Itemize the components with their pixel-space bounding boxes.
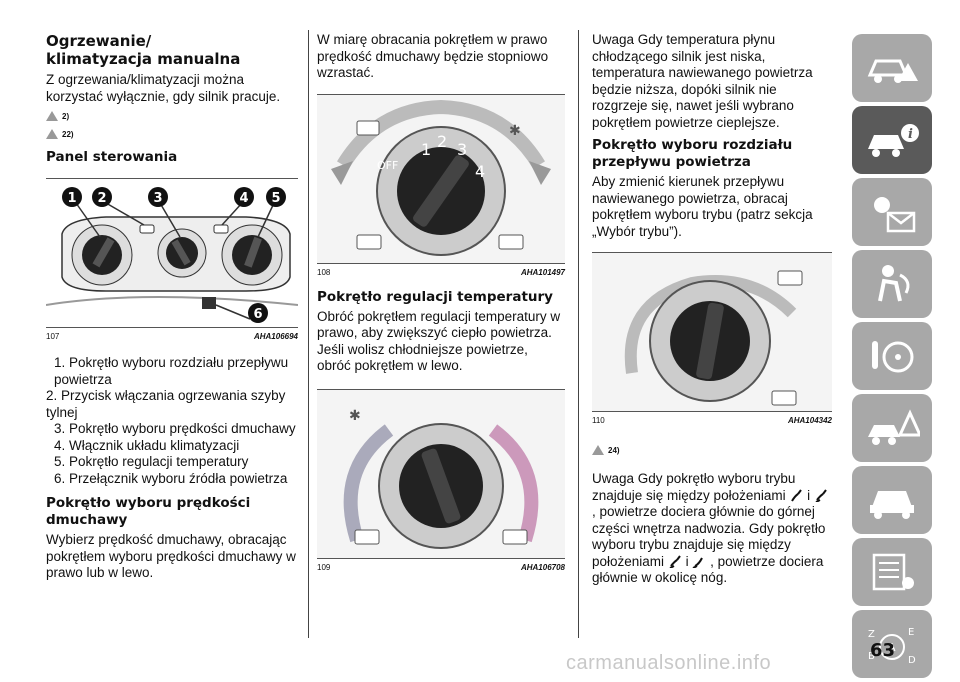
fan-heading: Pokrętło wyboru prędkości dmuchawy bbox=[46, 495, 251, 528]
warning-ref-1[interactable]: 2) bbox=[46, 109, 298, 123]
dial-4: 4 bbox=[475, 162, 485, 181]
airflow-feet-icon bbox=[692, 557, 704, 568]
callout-3: 3 bbox=[153, 191, 162, 206]
column-1: Ogrzewanie/ klimatyzacja manualna Z ogrz… bbox=[45, 32, 299, 582]
note-1: Uwaga Gdy temperatura płynu chłodzącego … bbox=[592, 32, 813, 130]
dial-1: 1 bbox=[421, 140, 431, 159]
tab-lights-messages[interactable] bbox=[852, 178, 932, 246]
callout-5: 5 bbox=[271, 191, 280, 206]
warning-triangle-icon bbox=[46, 129, 58, 139]
distribution-heading: Pokrętło wyboru rozdziału przepływu powi… bbox=[592, 137, 793, 170]
tab-technical-specs[interactable] bbox=[852, 538, 932, 606]
alphabet-index-icon: Z E B D A bbox=[868, 627, 916, 666]
svg-text:A: A bbox=[888, 641, 896, 654]
temp-text: Obróć pokrętłem regulacji temperatury w … bbox=[317, 308, 561, 374]
panel-heading: Panel sterowania bbox=[46, 149, 178, 165]
airbag-person-icon bbox=[878, 265, 910, 302]
svg-text:B: B bbox=[868, 651, 875, 662]
svg-text:D: D bbox=[908, 655, 916, 666]
dial-2: 2 bbox=[437, 132, 447, 151]
callout-6: 6 bbox=[253, 307, 262, 322]
tab-starting-driving[interactable] bbox=[852, 322, 932, 390]
list-item: 5. Pokrętło regulacji temperatury bbox=[54, 454, 249, 469]
tab-maintenance[interactable] bbox=[852, 466, 932, 534]
fan-text-2: W miarę obracania pokrętłem w prawo pręd… bbox=[317, 32, 549, 80]
figure-108: OFF 1 2 3 4 ✱ bbox=[317, 93, 565, 264]
airflow-face-feet-icon bbox=[669, 554, 681, 568]
dial-off: OFF bbox=[377, 159, 398, 172]
steering-key-icon bbox=[872, 341, 914, 373]
callout-4: 4 bbox=[239, 191, 248, 206]
list-item: 3. Pokrętło wyboru prędkości dmuchawy bbox=[54, 421, 296, 436]
warning-ref-2[interactable]: 22) bbox=[46, 127, 298, 141]
tab-dashboard-warnings[interactable] bbox=[852, 34, 932, 102]
car-triangle-icon bbox=[868, 409, 920, 445]
svg-text:Z: Z bbox=[868, 629, 875, 640]
column-divider bbox=[308, 30, 309, 638]
dial-3: 3 bbox=[457, 140, 467, 159]
warning-ref-3[interactable]: 24) bbox=[592, 443, 832, 457]
column-divider bbox=[578, 30, 579, 638]
svg-text:E: E bbox=[908, 627, 914, 638]
list-item: 2. Przycisk włączania ogrzewania szyby t… bbox=[46, 388, 286, 420]
fan-text: Wybierz prędkość dmuchawy, obracając pok… bbox=[46, 532, 296, 580]
car-warning-icon bbox=[867, 59, 918, 83]
section-title: Ogrzewanie/ klimatyzacja manualna bbox=[46, 32, 241, 68]
page-number: 63 bbox=[870, 640, 896, 661]
list-item: 6. Przełącznik wyboru źródła powietrza bbox=[54, 470, 288, 486]
tab-safety[interactable] bbox=[852, 250, 932, 318]
svg-text:✱: ✱ bbox=[349, 407, 361, 423]
callout-1: 1 bbox=[67, 191, 76, 206]
tab-knowing-your-car[interactable]: i bbox=[852, 106, 932, 174]
car-info-icon: i bbox=[868, 124, 919, 157]
light-message-icon bbox=[874, 197, 916, 233]
distribution-text: Aby zmienić kierunek przepływu nawiewane… bbox=[592, 174, 813, 239]
car-front-icon bbox=[870, 491, 914, 519]
intro-text: Z ogrzewania/klimatyzacji można korzysta… bbox=[46, 72, 281, 104]
fan-dial-illustration: OFF 1 2 3 4 ✱ bbox=[317, 94, 565, 263]
callout-2: 2 bbox=[97, 191, 106, 206]
list-item: 1. Pokrętło wyboru rozdziału przepływu p… bbox=[54, 355, 289, 387]
figure-110 bbox=[592, 252, 832, 412]
tab-emergency[interactable] bbox=[852, 394, 932, 462]
list-settings-icon bbox=[872, 553, 914, 591]
list-item: 4. Włącznik układu klimatyzacji bbox=[54, 437, 240, 453]
chapter-sidebar: i Z E B D A bbox=[852, 34, 932, 682]
note-2: Uwaga Gdy pokrętło wyboru trybu znajduje… bbox=[592, 471, 832, 587]
warning-triangle-icon bbox=[592, 445, 604, 455]
column-2: W miarę obracania pokrętłem w prawo pręd… bbox=[317, 32, 565, 572]
figure-109: ✱ bbox=[317, 388, 565, 559]
control-panel-illustration: 1 2 3 4 5 6 bbox=[45, 187, 299, 323]
mode-dial-illustration bbox=[592, 253, 832, 411]
svg-text:✱: ✱ bbox=[509, 122, 521, 138]
warning-triangle-icon bbox=[46, 111, 58, 121]
svg-text:i: i bbox=[908, 127, 913, 142]
watermark[interactable]: carmanualsonline.info bbox=[566, 652, 772, 674]
column-3: Uwaga Gdy temperatura płynu chłodzącego … bbox=[592, 32, 832, 587]
temp-heading: Pokrętło regulacji temperatury bbox=[317, 288, 553, 305]
legend-list: 1. Pokrętło wyboru rozdziału przepływu p… bbox=[46, 355, 298, 487]
airflow-face-icon bbox=[791, 488, 803, 502]
airflow-face-feet-icon bbox=[815, 488, 827, 502]
temperature-dial-illustration: ✱ bbox=[317, 389, 565, 558]
figure-107: 1 2 3 4 5 6 bbox=[45, 178, 299, 328]
tab-index[interactable]: Z E B D A bbox=[852, 610, 932, 678]
